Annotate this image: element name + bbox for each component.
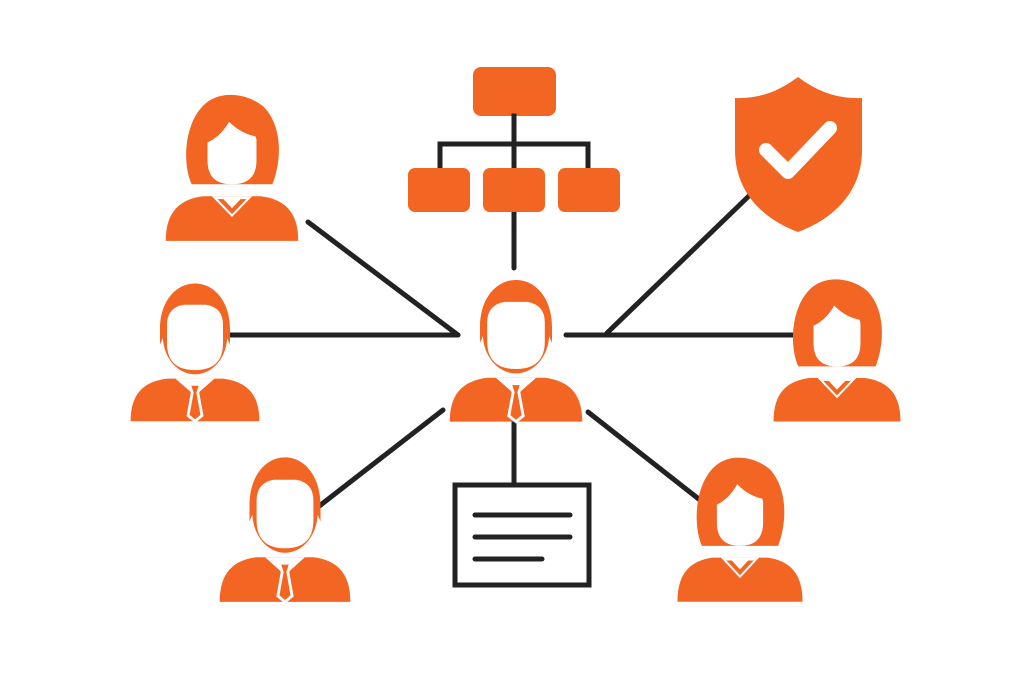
shield-check-icon xyxy=(735,77,862,232)
connector-woman-bottom-right xyxy=(585,409,703,503)
org-chart-top-box xyxy=(473,67,556,116)
connector-woman-top-left xyxy=(305,219,461,338)
org-chart-child-box-center xyxy=(483,168,545,212)
connector-man-bottom-left xyxy=(315,407,446,510)
connector-shield xyxy=(604,190,755,336)
man-middle-left-icon xyxy=(129,282,261,423)
document-icon xyxy=(452,482,592,588)
org-chart-child-box-right xyxy=(558,168,620,212)
org-chart-child-box-left xyxy=(408,168,470,212)
woman-bottom-right-icon xyxy=(677,457,803,602)
woman-top-left-icon xyxy=(165,94,299,241)
central-manager-icon xyxy=(448,278,584,424)
connector-lines xyxy=(221,190,801,510)
man-bottom-left-icon xyxy=(218,455,352,604)
woman-middle-right-icon xyxy=(773,279,901,422)
org-chart-icon xyxy=(408,67,620,212)
checkmark-icon xyxy=(759,121,837,179)
